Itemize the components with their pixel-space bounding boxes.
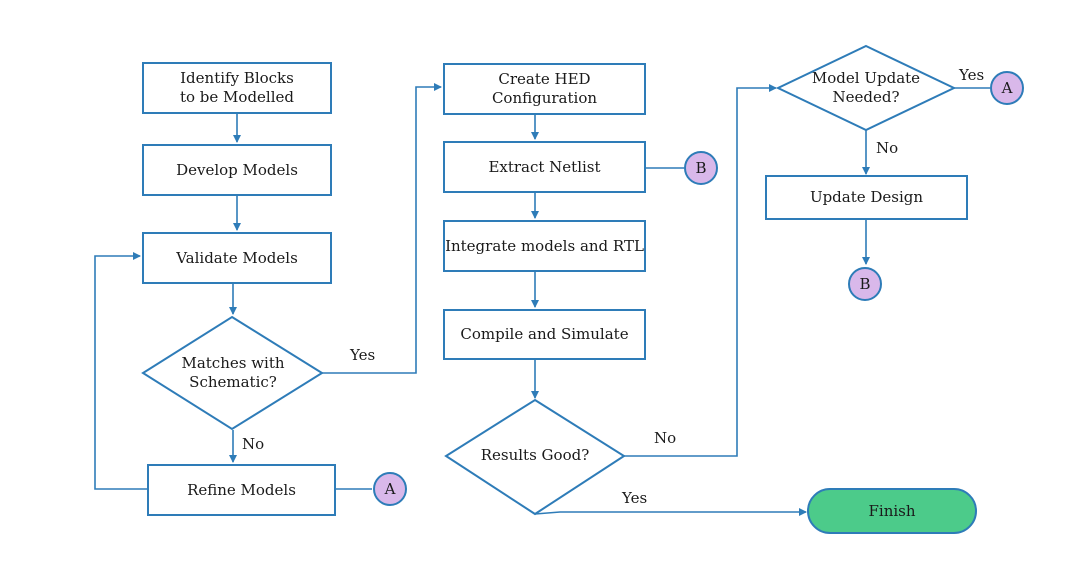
decision-matches-schematic: Matches with Schematic? xyxy=(163,348,303,398)
decision-matches-line2: Schematic? xyxy=(189,373,277,391)
connector-a-refine-label: A xyxy=(384,480,396,498)
box-develop-models-label: Develop Models xyxy=(176,160,298,179)
box-develop-models: Develop Models xyxy=(142,144,332,196)
box-integrate-models-label: Integrate models and RTL xyxy=(445,236,644,255)
box-compile-simulate-label: Compile and Simulate xyxy=(460,325,629,344)
box-extract-netlist-label: Extract Netlist xyxy=(488,157,601,176)
box-compile-simulate: Compile and Simulate xyxy=(443,309,646,360)
decision-results-label: Results Good? xyxy=(480,446,590,465)
box-create-hed-config-label: Create HED Configuration xyxy=(491,70,598,107)
arrow-matches-yes-to-hed xyxy=(322,83,442,374)
connector-b-extract: B xyxy=(684,151,718,185)
connector-a-model-update: A xyxy=(990,71,1024,105)
connector-b-extract-label: B xyxy=(695,159,707,177)
decision-matches-line1: Matches with xyxy=(181,353,285,372)
terminal-finish: Finish xyxy=(807,488,977,534)
edge-label-results-yes: Yes xyxy=(622,489,648,507)
box-validate-models: Validate Models xyxy=(142,232,332,284)
decision-model-update-line1: Model Update xyxy=(811,68,921,87)
box-validate-models-label: Validate Models xyxy=(176,248,298,267)
arrow-results-no-to-model-update xyxy=(624,84,777,457)
box-create-hed-config: Create HED Configuration xyxy=(443,63,646,115)
connector-b-update-design-label: B xyxy=(859,275,871,293)
decision-model-update-shape xyxy=(775,44,957,132)
decision-results-good: Results Good? xyxy=(470,441,600,471)
box-update-design-label: Update Design xyxy=(809,188,924,207)
edge-label-results-no: No xyxy=(654,429,677,447)
connector-a-refine: A xyxy=(373,472,407,506)
decision-model-update-line2: Needed? xyxy=(832,88,900,106)
terminal-finish-label: Finish xyxy=(868,502,916,520)
decision-matches-shape xyxy=(141,315,324,431)
box-refine-models: Refine Models xyxy=(147,464,336,516)
edge-label-update-yes: Yes xyxy=(959,66,985,84)
box-refine-models-label: Refine Models xyxy=(187,480,296,499)
edge-label-update-no: No xyxy=(876,139,899,157)
connector-a-model-update-label: A xyxy=(1001,79,1013,97)
edge-label-matches-no: No xyxy=(242,435,265,453)
box-identify-blocks-line1: Identify Blocks xyxy=(180,69,294,88)
box-update-design: Update Design xyxy=(765,175,968,220)
box-integrate-models: Integrate models and RTL xyxy=(443,220,646,272)
edge-label-matches-yes: Yes xyxy=(350,346,376,364)
decision-model-update-needed: Model Update Needed? xyxy=(801,63,931,113)
arrow-results-yes-to-finish xyxy=(534,508,807,516)
box-identify-blocks: Identify Blocks to be Modelled xyxy=(142,62,332,114)
box-identify-blocks-line2: to be Modelled xyxy=(179,88,295,106)
arrow-refine-to-validate xyxy=(94,252,147,490)
decision-results-shape xyxy=(444,398,626,516)
connector-b-update-design: B xyxy=(848,267,882,301)
box-extract-netlist: Extract Netlist xyxy=(443,141,646,193)
